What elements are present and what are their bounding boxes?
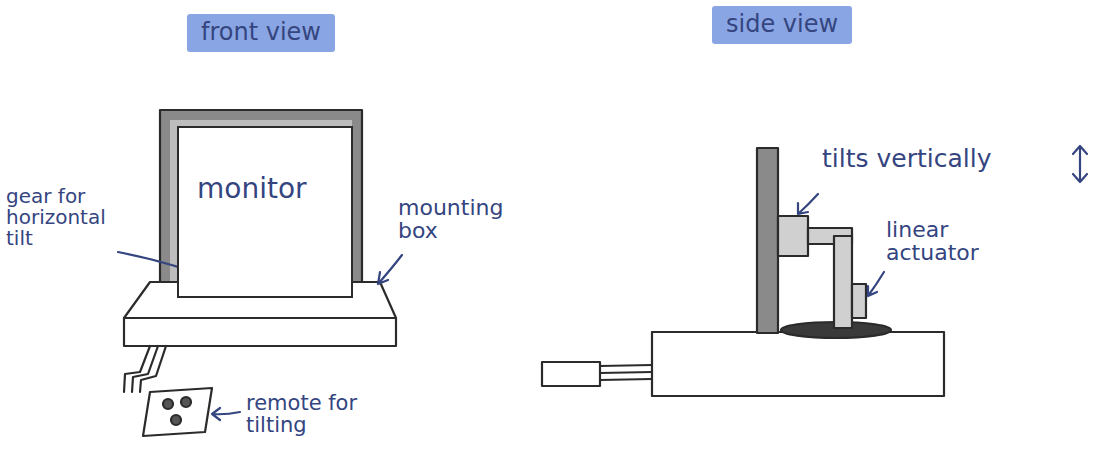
part-label: linear actuator xyxy=(886,218,998,264)
vertical-arrow xyxy=(1073,146,1087,182)
monitor-screen: monitor xyxy=(177,126,353,298)
motion-label: tilts vertically xyxy=(822,146,991,172)
monitor-bezel-inner xyxy=(170,120,352,308)
view-title: front view xyxy=(201,18,321,46)
remote-wire xyxy=(140,346,166,392)
mounting-box-front xyxy=(124,318,396,346)
monitor-bezel xyxy=(160,110,362,320)
mounting-box-side xyxy=(652,332,944,396)
view-heading: front view xyxy=(187,14,335,52)
view-heading: side view xyxy=(712,6,852,44)
remote-button xyxy=(163,399,173,409)
leader-line xyxy=(378,255,402,284)
monitor-label: monitor xyxy=(197,172,351,205)
remote-wire xyxy=(132,346,158,392)
view-title: side view xyxy=(726,10,838,38)
remote-side xyxy=(542,362,600,386)
remote-button xyxy=(171,415,181,425)
part-label: remote for tilting xyxy=(246,392,386,436)
remote xyxy=(143,388,212,436)
linear-actuator xyxy=(852,284,866,318)
remote-wire xyxy=(600,365,652,380)
monitor-side xyxy=(757,148,778,333)
leader-line xyxy=(212,408,240,420)
tilt-bracket xyxy=(778,216,808,256)
post xyxy=(834,236,852,328)
part-label: gear for horizontal tilt xyxy=(6,186,128,249)
remote-button xyxy=(181,397,191,407)
leader-line xyxy=(798,194,818,214)
leader-line xyxy=(868,272,884,296)
remote-wire xyxy=(124,346,150,392)
part-label: mounting box xyxy=(398,196,528,242)
